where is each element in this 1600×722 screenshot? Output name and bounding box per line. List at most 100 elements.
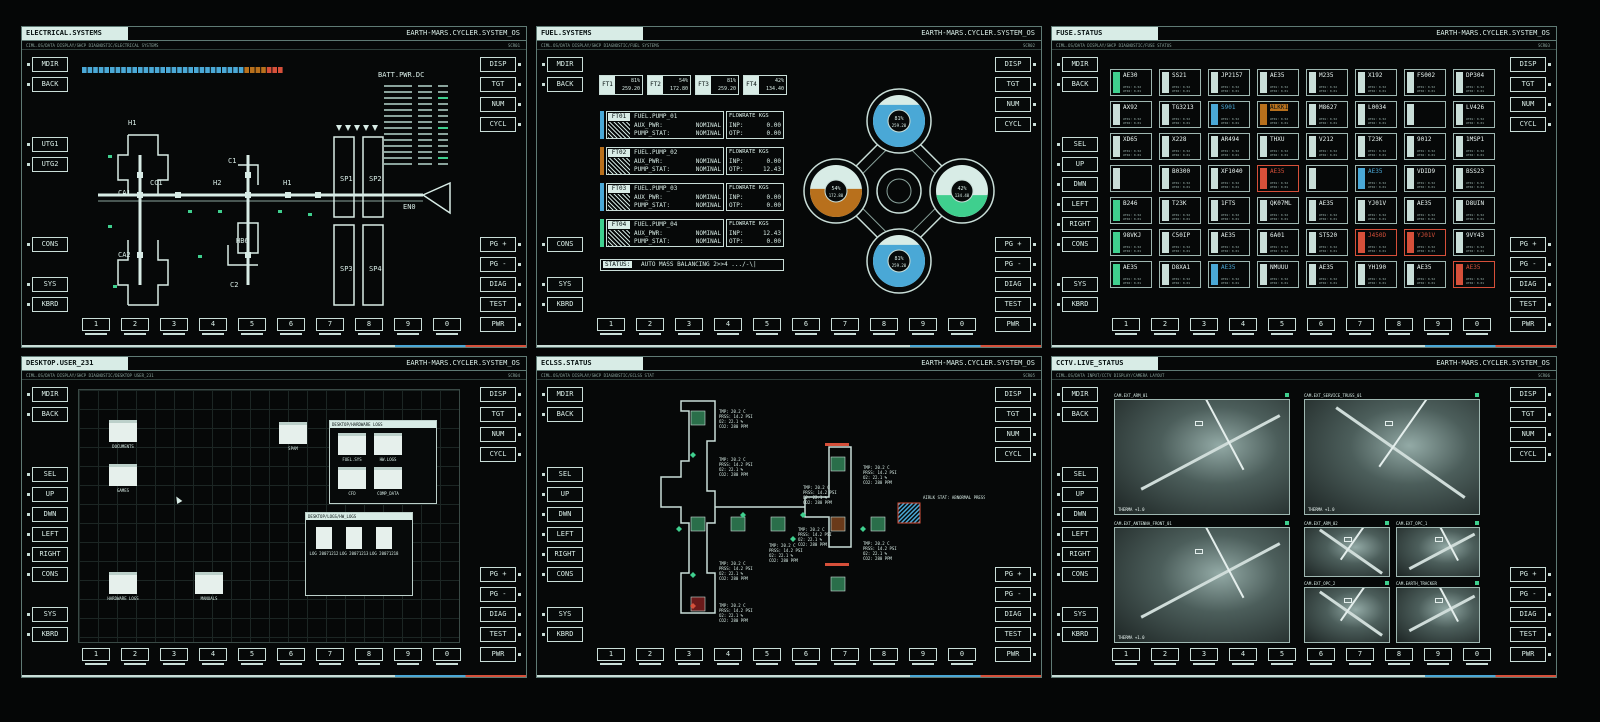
folder-icon[interactable] [338, 433, 366, 455]
left-button-kbrd[interactable]: KBRD [27, 297, 68, 312]
fuse-cell[interactable] [1404, 101, 1446, 128]
folder-icon[interactable] [109, 572, 137, 594]
left-button-mdir[interactable]: MDIR [542, 387, 583, 402]
number-key-0[interactable]: 0 [1463, 318, 1491, 335]
number-key-8[interactable]: 8 [355, 648, 383, 665]
left-button-up[interactable]: UP [1057, 157, 1098, 172]
right-button-disp[interactable]: DISP [995, 57, 1036, 72]
right-button-pwr[interactable]: PWR [995, 317, 1036, 332]
number-key-9[interactable]: 9 [1424, 648, 1452, 665]
number-key-3[interactable]: 3 [160, 318, 188, 335]
camera-feed[interactable] [1304, 587, 1390, 643]
fuse-cell[interactable] [1110, 165, 1152, 192]
number-key-7[interactable]: 7 [316, 648, 344, 665]
right-button-diag[interactable]: DIAG [480, 607, 521, 622]
number-key-2[interactable]: 2 [1151, 648, 1179, 665]
number-key-7[interactable]: 7 [1346, 318, 1374, 335]
number-key-9[interactable]: 9 [394, 318, 422, 335]
number-key-4[interactable]: 4 [1229, 318, 1257, 335]
right-button-num[interactable]: NUM [995, 427, 1036, 442]
number-key-3[interactable]: 3 [160, 648, 188, 665]
number-key-5[interactable]: 5 [238, 318, 266, 335]
left-button-cons[interactable]: CONS [27, 237, 68, 252]
left-button-dwn[interactable]: DWN [1057, 507, 1098, 522]
number-key-3[interactable]: 3 [1190, 648, 1218, 665]
number-key-3[interactable]: 3 [675, 648, 703, 665]
right-button-pg-[interactable]: PG - [995, 587, 1036, 602]
number-key-5[interactable]: 5 [753, 318, 781, 335]
left-button-up[interactable]: UP [1057, 487, 1098, 502]
right-button-pg-[interactable]: PG - [1510, 587, 1551, 602]
left-button-right[interactable]: RIGHT [1057, 547, 1098, 562]
left-button-kbrd[interactable]: KBRD [542, 297, 583, 312]
right-button-pwr[interactable]: PWR [480, 317, 521, 332]
number-key-9[interactable]: 9 [909, 648, 937, 665]
left-button-dwn[interactable]: DWN [1057, 177, 1098, 192]
left-button-cons[interactable]: CONS [1057, 567, 1098, 582]
right-button-diag[interactable]: DIAG [995, 607, 1036, 622]
right-button-diag[interactable]: DIAG [1510, 607, 1551, 622]
right-button-pg-[interactable]: PG - [995, 257, 1036, 272]
right-button-cycl[interactable]: CYCL [480, 447, 521, 462]
folder-icon[interactable] [338, 467, 366, 489]
number-key-0[interactable]: 0 [433, 648, 461, 665]
left-button-right[interactable]: RIGHT [1057, 217, 1098, 232]
folder-icon[interactable] [109, 464, 137, 486]
left-button-left[interactable]: LEFT [1057, 527, 1098, 542]
number-key-4[interactable]: 4 [714, 648, 742, 665]
number-key-5[interactable]: 5 [1268, 648, 1296, 665]
number-key-3[interactable]: 3 [1190, 318, 1218, 335]
number-key-6[interactable]: 6 [1307, 318, 1335, 335]
right-button-disp[interactable]: DISP [1510, 57, 1551, 72]
left-button-dwn[interactable]: DWN [27, 507, 68, 522]
number-key-6[interactable]: 6 [277, 648, 305, 665]
camera-feed[interactable] [1396, 587, 1480, 643]
number-key-4[interactable]: 4 [199, 648, 227, 665]
right-button-pg-[interactable]: PG - [480, 257, 521, 272]
left-button-cons[interactable]: CONS [27, 567, 68, 582]
left-button-sys[interactable]: SYS [1057, 277, 1098, 292]
camera-feed[interactable] [1396, 527, 1480, 577]
number-key-7[interactable]: 7 [831, 318, 859, 335]
right-button-tgt[interactable]: TGT [480, 77, 521, 92]
fuse-cell[interactable] [1306, 165, 1348, 192]
right-button-num[interactable]: NUM [995, 97, 1036, 112]
left-button-back[interactable]: BACK [1057, 77, 1098, 92]
right-button-cycl[interactable]: CYCL [995, 117, 1036, 132]
number-key-5[interactable]: 5 [753, 648, 781, 665]
right-button-tgt[interactable]: TGT [995, 407, 1036, 422]
right-button-num[interactable]: NUM [480, 427, 521, 442]
number-key-0[interactable]: 0 [948, 648, 976, 665]
left-button-mdir[interactable]: MDIR [27, 387, 68, 402]
number-key-2[interactable]: 2 [636, 648, 664, 665]
document-icon[interactable] [376, 527, 392, 549]
left-button-kbrd[interactable]: KBRD [1057, 627, 1098, 642]
number-key-5[interactable]: 5 [1268, 318, 1296, 335]
left-button-kbrd[interactable]: KBRD [542, 627, 583, 642]
right-button-pwr[interactable]: PWR [1510, 647, 1551, 662]
left-button-kbrd[interactable]: KBRD [27, 627, 68, 642]
left-button-sel[interactable]: SEL [1057, 467, 1098, 482]
left-button-left[interactable]: LEFT [542, 527, 583, 542]
